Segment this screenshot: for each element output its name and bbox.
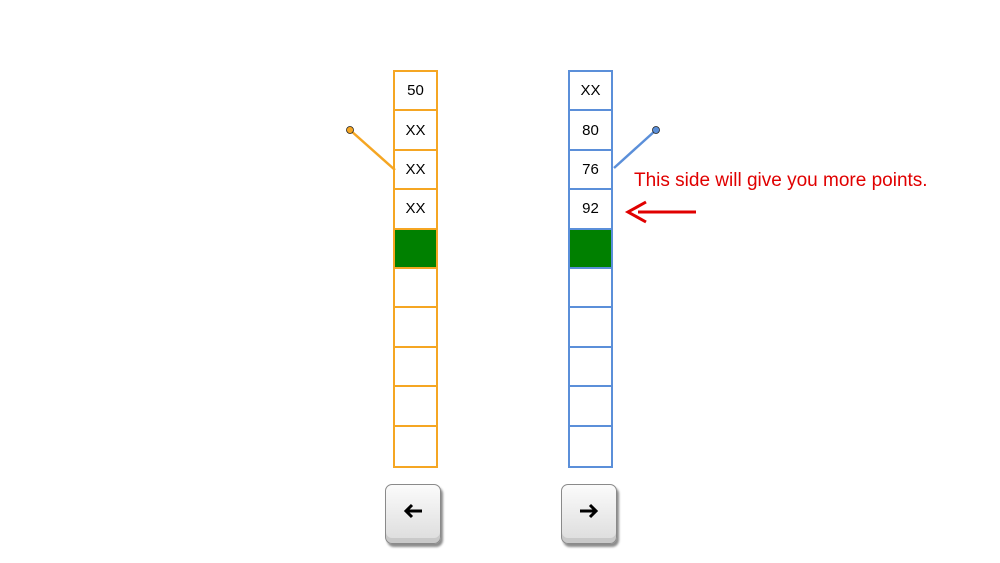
left-cell xyxy=(395,427,436,466)
right-pointer-dot xyxy=(652,126,660,134)
move-right-button[interactable] xyxy=(561,484,617,544)
right-cell: 92 xyxy=(570,190,611,230)
right-cell xyxy=(570,308,611,348)
right-cell xyxy=(570,348,611,388)
left-cell xyxy=(395,269,436,309)
annotation-text: This side will give you more points. xyxy=(634,170,928,191)
left-cell: 50 xyxy=(395,72,436,112)
move-left-button[interactable] xyxy=(385,484,441,544)
left-cell: XX xyxy=(395,190,436,230)
left-arrow-icon xyxy=(403,503,422,519)
right-cell xyxy=(570,387,611,427)
left-cell xyxy=(395,387,436,427)
red-arrow-icon xyxy=(624,200,696,224)
right-arrow-icon xyxy=(580,503,599,519)
left-pointer-dot xyxy=(346,126,354,134)
left-cell: XX xyxy=(395,111,436,151)
right-cell xyxy=(570,427,611,466)
left-pointer xyxy=(346,126,396,171)
left-cell: XX xyxy=(395,151,436,191)
right-cell xyxy=(570,269,611,309)
left-cell xyxy=(395,308,436,348)
right-marker-cell xyxy=(570,229,611,269)
right-pointer xyxy=(613,126,660,169)
left-cell xyxy=(395,348,436,388)
right-cell: XX xyxy=(570,72,611,112)
right-cell: 76 xyxy=(570,151,611,191)
right-cell: 80 xyxy=(570,111,611,151)
left-marker-cell xyxy=(395,229,436,269)
